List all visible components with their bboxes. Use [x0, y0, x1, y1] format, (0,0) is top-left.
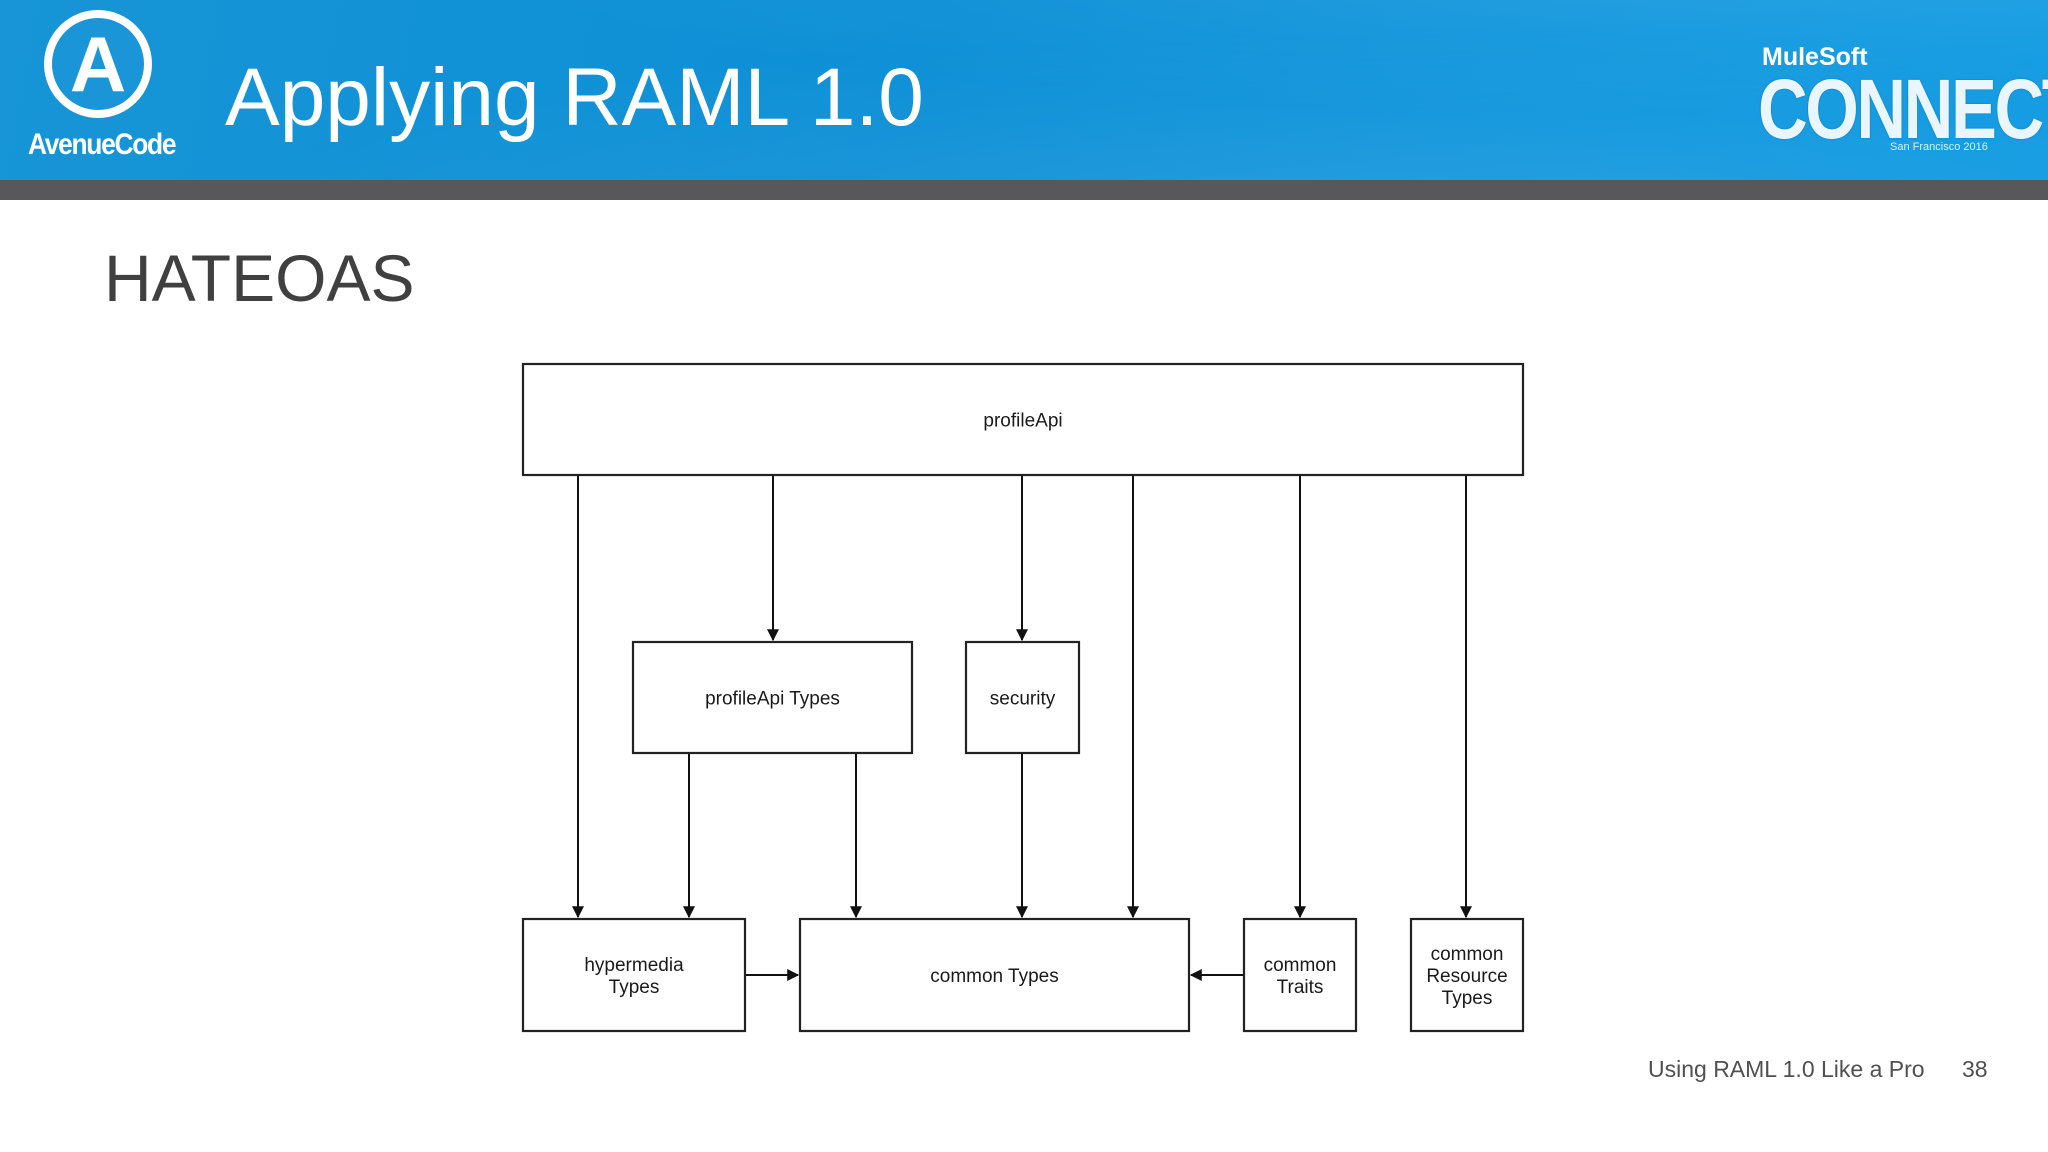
- logo-wordmark: AvenueCode: [28, 128, 177, 161]
- node-label: Traits: [1277, 977, 1324, 998]
- slide-title: Applying RAML 1.0: [225, 52, 924, 143]
- node-profileApi: profileApi: [521, 362, 1525, 477]
- node-security: security: [964, 640, 1081, 755]
- logo-tagline: San Francisco 2016: [1890, 141, 1988, 153]
- node-label: profileApi: [983, 411, 1062, 432]
- header-divider-bar: [0, 180, 2048, 200]
- node-box: [631, 640, 914, 755]
- node-label: Types: [1442, 988, 1493, 1009]
- page-number: 38: [1962, 1056, 1988, 1082]
- node-label: profileApi Types: [705, 689, 840, 710]
- node-box: [521, 917, 747, 1033]
- node-label: common: [1431, 944, 1504, 965]
- node-label: security: [990, 689, 1056, 710]
- node-label: Resource: [1426, 966, 1507, 987]
- slide-subtitle: HATEOAS: [104, 241, 415, 315]
- header-banner: A AvenueCode Applying RAML 1.0 MuleSoft …: [0, 0, 2048, 180]
- logo-brand: MuleSoft: [1762, 43, 1868, 71]
- node-label: common Types: [930, 966, 1058, 987]
- node-box: [521, 362, 1525, 477]
- node-commonTypes: common Types: [798, 917, 1191, 1033]
- logo-event: CONNECT: [1758, 62, 2048, 156]
- logo-letter: A: [69, 20, 127, 108]
- node-label: Types: [609, 977, 660, 998]
- mulesoft-connect-logo: MuleSoft CONNECT San Francisco 2016: [1758, 42, 2048, 162]
- node-box: [798, 917, 1191, 1033]
- logo-circle-icon: A: [44, 10, 152, 118]
- node-box: [1242, 917, 1358, 1033]
- node-label: common: [1264, 955, 1337, 976]
- avenuecode-logo: A AvenueCode: [28, 6, 188, 171]
- node-profileApiTypes: profileApi Types: [631, 640, 914, 755]
- node-box: [1409, 917, 1525, 1033]
- footer-text: Using RAML 1.0 Like a Pro: [1648, 1056, 1925, 1082]
- node-box: [964, 640, 1081, 755]
- node-label: hypermedia: [584, 955, 684, 976]
